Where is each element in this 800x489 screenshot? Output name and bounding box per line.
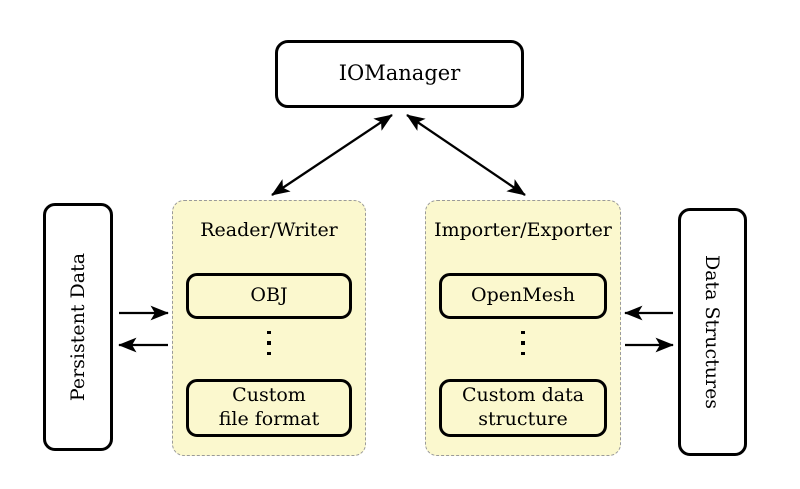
obj-node[interactable]: OBJ	[186, 273, 352, 319]
reader-writer-group[interactable]: Reader/Writer OBJ Custom file format	[172, 200, 366, 456]
persistent-data-label: Persistent Data	[67, 252, 89, 402]
importer-exporter-group[interactable]: Importer/Exporter OpenMesh Custom data s…	[425, 200, 621, 456]
iomanager-label: IOManager	[338, 61, 461, 86]
openmesh-label: OpenMesh	[471, 284, 575, 307]
arrow-manager-to-importer-exporter	[406, 114, 526, 196]
custom-file-format-label: Custom file format	[219, 384, 320, 432]
data-structures-node[interactable]: Data Structures	[678, 208, 747, 456]
importer-exporter-title: Importer/Exporter	[434, 219, 612, 241]
importer-exporter-ellipsis-icon	[426, 331, 620, 356]
custom-data-structure-label: Custom data structure	[462, 384, 584, 432]
custom-data-structure-line2: structure	[478, 408, 568, 430]
custom-data-structure-line1: Custom data	[461, 384, 585, 407]
iomanager-node[interactable]: IOManager	[275, 40, 524, 108]
data-structures-label-wrap: Data Structures	[681, 211, 744, 453]
obj-label: OBJ	[250, 284, 288, 307]
custom-file-format-line1: Custom	[232, 384, 306, 407]
data-structures-label: Data Structures	[701, 254, 724, 410]
persistent-data-node[interactable]: Persistent Data	[43, 203, 113, 451]
custom-file-format-node[interactable]: Custom file format	[186, 379, 352, 437]
arrow-manager-to-reader-writer	[271, 114, 393, 196]
custom-file-format-line2: file format	[218, 408, 320, 430]
custom-data-structure-node[interactable]: Custom data structure	[439, 379, 607, 437]
reader-writer-title: Reader/Writer	[200, 219, 338, 241]
openmesh-node[interactable]: OpenMesh	[439, 273, 607, 319]
persistent-data-label-wrap: Persistent Data	[46, 206, 110, 448]
reader-writer-ellipsis-icon	[173, 331, 365, 356]
